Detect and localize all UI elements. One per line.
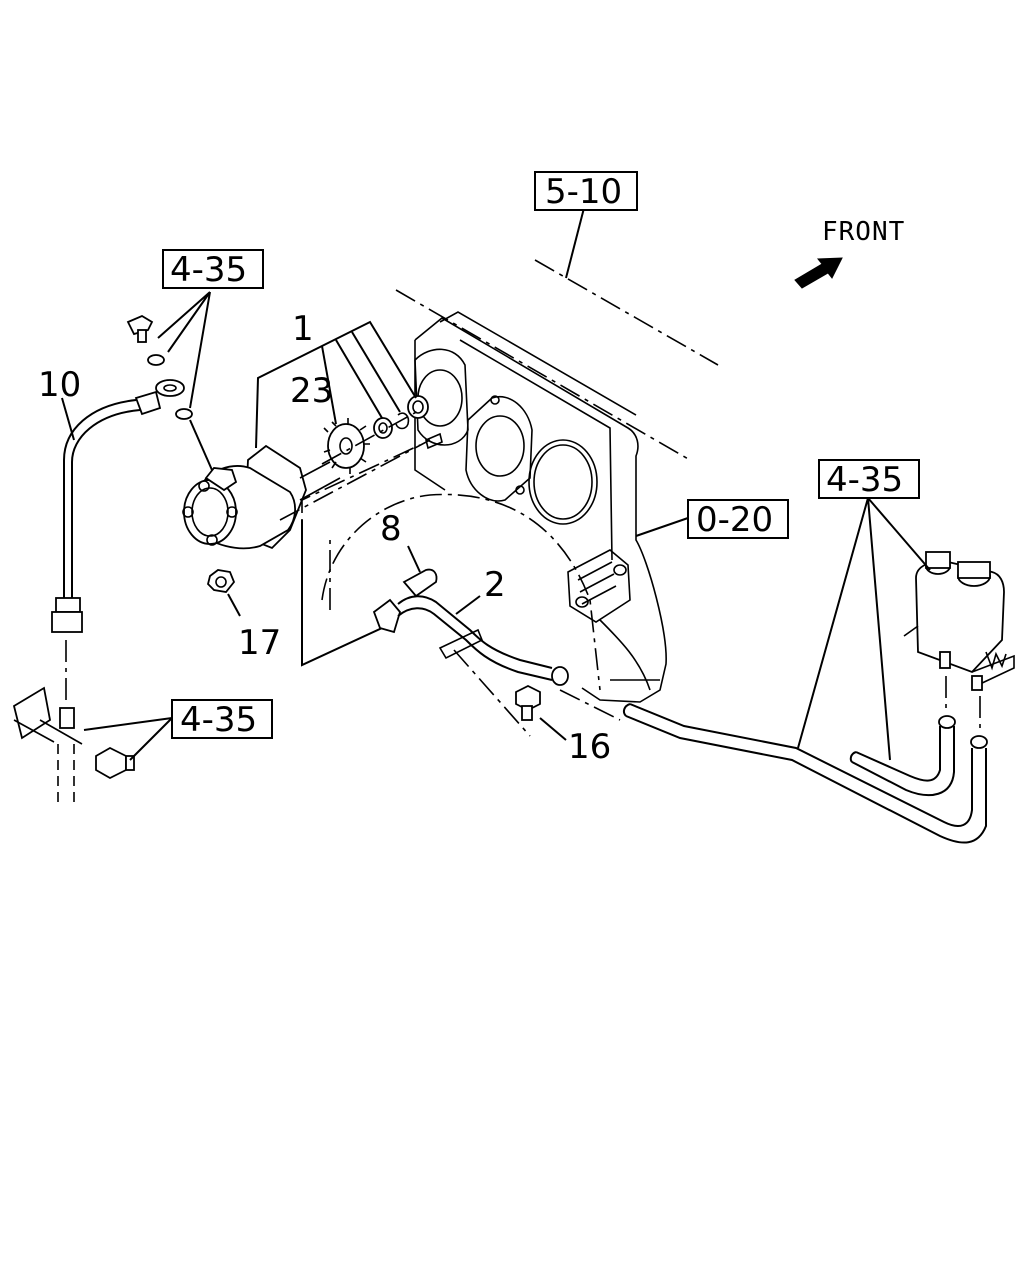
label-part-2: 2 <box>484 565 506 605</box>
banjo-bolt <box>126 291 213 471</box>
flywheel-arc <box>301 444 621 721</box>
ref-box-housing: 0-20 <box>687 499 789 540</box>
power-steering-pump <box>182 444 341 550</box>
supply-hose-short <box>849 715 956 797</box>
pump-hardware <box>373 395 443 450</box>
label-part-23: 23 <box>290 371 333 411</box>
label-part-10: 10 <box>38 365 81 405</box>
ref-label-pump-bolts: 4-35 <box>170 250 247 290</box>
pressure-hose <box>51 379 185 633</box>
pipe-2 <box>372 595 569 686</box>
label-part-16: 16 <box>568 727 611 767</box>
label-part-17: 17 <box>238 623 281 663</box>
ref-label-bracket: 4-35 <box>180 700 257 740</box>
leader-part-1 <box>255 320 417 449</box>
gear-housing <box>414 311 667 703</box>
hose-bracket <box>12 640 173 806</box>
engine-centerline <box>395 207 719 461</box>
label-part-1: 1 <box>292 309 314 349</box>
drive-gear <box>323 418 370 474</box>
ref-label-engine: 5-10 <box>545 172 622 212</box>
ref-label-reservoir: 4-35 <box>826 460 903 500</box>
ref-box-bracket: 4-35 <box>171 699 273 740</box>
ref-box-pump-bolts: 4-35 <box>162 249 264 290</box>
bolt-16 <box>453 649 567 741</box>
front-arrow-icon <box>794 257 843 289</box>
ref-box-engine: 5-10 <box>534 171 638 212</box>
label-part-8: 8 <box>380 509 402 549</box>
front-label: FRONT <box>822 217 905 247</box>
ref-box-reservoir: 4-35 <box>818 459 920 500</box>
reservoir <box>903 551 1015 691</box>
ref-label-housing: 0-20 <box>696 500 773 540</box>
nut-17 <box>207 569 241 617</box>
plug-8 <box>402 545 438 598</box>
return-hose-long <box>625 703 988 844</box>
